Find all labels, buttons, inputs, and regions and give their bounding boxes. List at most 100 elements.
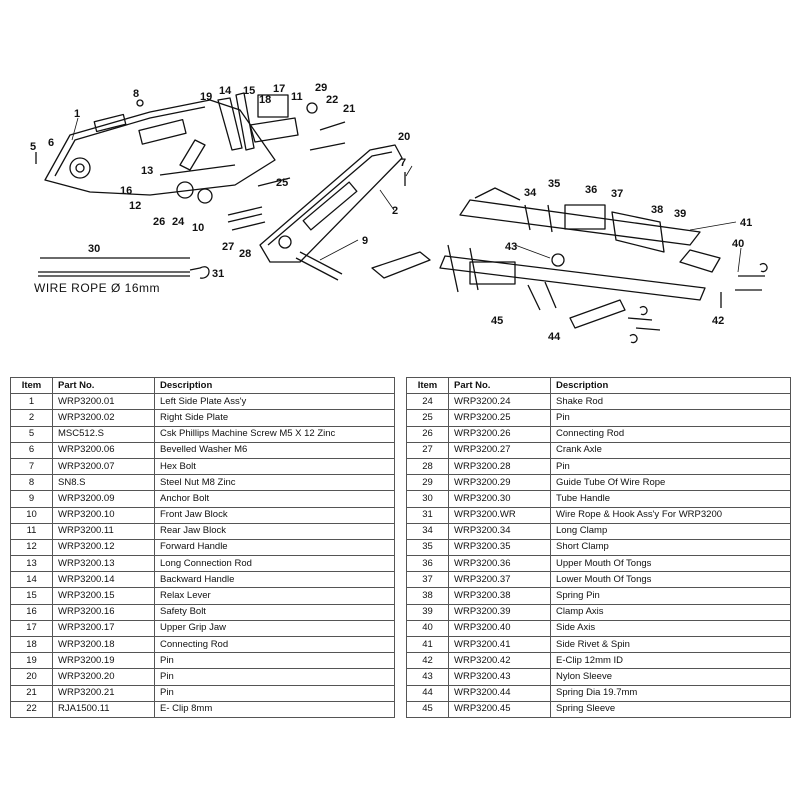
header-part-no: Part No. (448, 376, 551, 395)
cell-part-no: WRP3200.07 (52, 457, 155, 476)
cell-part-no: RJA1500.11 (52, 700, 155, 718)
callout-42: 42 (712, 315, 724, 327)
left-side-plate-drawing (44, 99, 276, 196)
cell-description: Tube Handle (550, 490, 791, 508)
callout-10: 10 (192, 222, 204, 234)
cell-part-no: WRP3200.02 (52, 409, 155, 427)
cell-description: Csk Phillips Machine Screw M5 X 12 Zinc (154, 425, 395, 443)
callout-27: 27 (222, 241, 234, 253)
cell-item: 30 (406, 490, 449, 508)
cell-item: 9 (10, 490, 53, 508)
cell-item: 28 (406, 457, 449, 476)
table-header-row: Item Part No. Description (406, 376, 791, 395)
callout-2: 2 (392, 205, 398, 217)
header-description: Description (154, 376, 395, 395)
cell-description: E-Clip 12mm ID (550, 652, 791, 670)
cell-description: Hex Bolt (154, 457, 395, 476)
cell-item: 37 (406, 571, 449, 589)
cell-description: Safety Bolt (154, 603, 395, 621)
cell-description: Left Side Plate Ass'y (154, 393, 395, 411)
cell-description: Shake Rod (550, 393, 791, 411)
cell-item: 21 (10, 684, 53, 702)
callout-36: 36 (585, 184, 597, 196)
header-part-no: Part No. (52, 376, 155, 395)
cell-part-no: WRP3200.16 (52, 603, 155, 621)
callout-41: 41 (740, 217, 752, 229)
callout-15: 15 (243, 85, 255, 97)
cell-part-no: WRP3200.13 (52, 555, 155, 573)
cell-item: 5 (10, 425, 53, 443)
cell-description: Lower Mouth Of Tongs (550, 571, 791, 589)
cell-description: Wire Rope & Hook Ass'y For WRP3200 (550, 506, 791, 524)
cell-part-no: WRP3200.40 (448, 619, 551, 638)
cell-part-no: WRP3200.27 (448, 441, 551, 459)
cell-part-no: WRP3200.12 (52, 538, 155, 557)
cell-item: 6 (10, 441, 53, 459)
callout-38: 38 (651, 204, 663, 216)
callout-25: 25 (276, 177, 288, 189)
cell-item: 31 (406, 506, 449, 524)
cell-description: Rear Jaw Block (154, 522, 395, 540)
cell-item: 34 (406, 522, 449, 540)
cell-description: Front Jaw Block (154, 506, 395, 524)
callout-5: 5 (30, 141, 36, 153)
pins-and-bolts-drawing (35, 99, 406, 281)
callout-39: 39 (674, 208, 686, 220)
callout-40: 40 (732, 238, 744, 250)
cell-description: Pin (154, 668, 395, 686)
cell-description: Backward Handle (154, 571, 395, 589)
callout-16: 16 (120, 185, 132, 197)
callout-leader-lines (71, 117, 742, 273)
cell-part-no: WRP3200.06 (52, 441, 155, 459)
cell-part-no: WRP3200.28 (448, 457, 551, 476)
cell-description: Clamp Axis (550, 603, 791, 621)
cell-item: 26 (406, 425, 449, 443)
cell-part-no: WRP3200.45 (448, 700, 551, 718)
cell-item: 2 (10, 409, 53, 427)
cell-item: 20 (10, 668, 53, 686)
cell-part-no: WRP3200.18 (52, 635, 155, 654)
cell-description: Pin (550, 409, 791, 427)
cell-part-no: WRP3200.43 (448, 668, 551, 686)
cell-part-no: WRP3200.37 (448, 571, 551, 589)
callout-43: 43 (505, 241, 517, 253)
cell-description: Connecting Rod (154, 635, 395, 654)
callout-21: 21 (343, 103, 355, 115)
cell-item: 18 (10, 635, 53, 654)
cell-description: Upper Mouth Of Tongs (550, 555, 791, 573)
cell-description: Anchor Bolt (154, 490, 395, 508)
cell-description: Nylon Sleeve (550, 668, 791, 686)
cell-item: 44 (406, 684, 449, 702)
callout-35: 35 (548, 178, 560, 190)
cell-description: Right Side Plate (154, 409, 395, 427)
cell-item: 27 (406, 441, 449, 459)
callout-28: 28 (239, 248, 251, 260)
cell-part-no: WRP3200.20 (52, 668, 155, 686)
cell-description: Long Connection Rod (154, 555, 395, 573)
cell-part-no: WRP3200.24 (448, 393, 551, 411)
cell-item: 24 (406, 393, 449, 411)
wire-rope-label: WIRE ROPE Ø 16mm (34, 281, 160, 295)
callout-34: 34 (524, 187, 537, 199)
cell-description: Pin (154, 684, 395, 702)
